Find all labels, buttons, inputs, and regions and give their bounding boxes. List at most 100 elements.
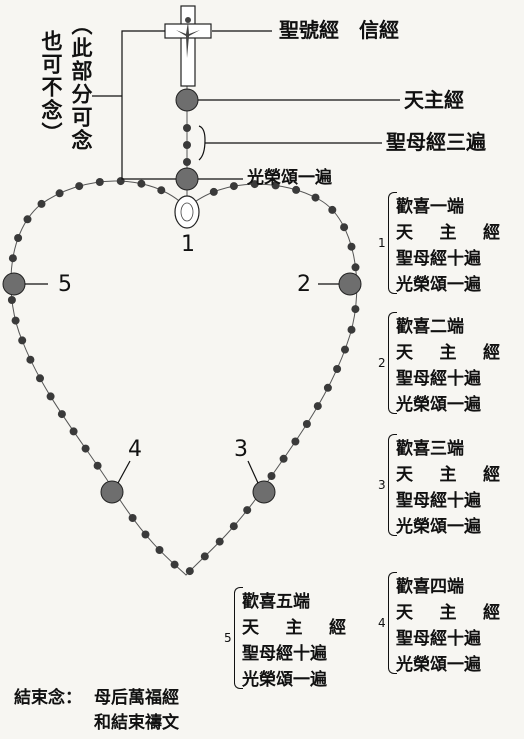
decade-glory-be: 光榮頌一遍 [396, 395, 481, 415]
closing-line-2: 和結束禱文 [94, 713, 179, 733]
hail-mary-bead [128, 514, 137, 522]
decade-title: 歡喜三端 [396, 439, 464, 459]
decade-group-number: 5 [224, 631, 232, 645]
hail-mary-bead [333, 365, 342, 373]
hail-mary-bead [341, 345, 349, 354]
hail-mary-bead [292, 185, 301, 194]
hail-mary-bead [351, 263, 360, 272]
bead-number-2: 2 [297, 272, 311, 297]
hail-mary-bead [215, 537, 224, 546]
decade-group-number: 1 [378, 236, 386, 250]
decade-group-bracket [234, 587, 243, 689]
optional-note-line1: （此部分可念 [69, 14, 93, 152]
hail-mary-bead [11, 316, 20, 325]
decade-hail-mary: 聖母經十遍 [396, 369, 481, 389]
hail-mary-bead [23, 215, 32, 224]
hail-mary-bead [302, 420, 311, 428]
hail-mary-bead [157, 186, 166, 195]
hail-mary-bead [95, 178, 104, 186]
hail-mary-bead [36, 374, 44, 383]
decade-title: 歡喜一端 [396, 197, 464, 217]
decade-bead-5 [2, 272, 26, 296]
hail-mary-bead [267, 472, 276, 480]
pendant-bead [183, 124, 191, 132]
decade-glory-be: 光榮頌一遍 [396, 517, 481, 537]
hail-mary-bead [243, 506, 252, 515]
hail-mary-bead [351, 305, 360, 314]
bead-number-3: 3 [234, 437, 248, 462]
hail-mary-bead [57, 410, 66, 419]
hail-mary-bead [141, 530, 150, 539]
decade-hail-mary: 聖母經十遍 [396, 629, 481, 649]
hail-mary-bead [291, 437, 300, 446]
hail-mary-bead [26, 355, 35, 364]
heart-beads [7, 177, 360, 576]
decade-group-number: 2 [378, 356, 386, 370]
closing-label: 結束念： [14, 688, 82, 708]
decade-group-number: 3 [378, 478, 386, 492]
decade-bead-2 [338, 272, 362, 296]
center-medal [174, 195, 200, 229]
decade-title: 歡喜四端 [396, 577, 464, 597]
glory-be-bead [175, 167, 199, 191]
center-medal-inner [180, 202, 194, 222]
hail-mary-bead [229, 522, 238, 531]
decade-our-father: 天主經 [396, 223, 500, 243]
decade-our-father: 天主經 [396, 603, 500, 623]
leader-decade-4 [117, 460, 131, 484]
crucifix-label: 聖號經 信經 [279, 18, 399, 42]
hail-mary-bead [7, 296, 16, 304]
hail-mary-bead [37, 199, 46, 208]
pendant-bead [183, 158, 191, 166]
our-father-label: 天主經 [404, 88, 464, 112]
hail-mary-bead [14, 234, 23, 242]
decade-group-bracket [388, 312, 397, 414]
hail-mary-bead [155, 546, 164, 554]
hail-mary-bead [347, 242, 356, 251]
center-number: 1 [181, 232, 195, 257]
hail-mary-bead [116, 177, 125, 186]
decade-glory-be: 光榮頌一遍 [242, 670, 327, 690]
hail-mary-bead [8, 254, 17, 263]
decade-our-father: 天主經 [396, 343, 500, 363]
hail-mary-bead [347, 325, 356, 334]
hail-mary-bead [185, 567, 194, 576]
hail-mary-bead [340, 223, 349, 232]
bead-number-5: 5 [58, 272, 72, 297]
hail-mary-label: 聖母經三遍 [386, 130, 486, 154]
hail-mary-bead [46, 392, 55, 401]
decade-hail-mary: 聖母經十遍 [242, 644, 327, 664]
glory-be-label: 光榮頌一遍 [247, 168, 332, 188]
hail-mary-bead [18, 336, 27, 345]
hail-mary-bead [229, 182, 238, 191]
decade-bead-4 [100, 480, 124, 504]
hail-mary-bead [69, 427, 78, 436]
hail-mary-bead [311, 193, 320, 202]
closing-line-1: 母后萬福經 [94, 688, 179, 708]
decade-title: 歡喜五端 [242, 592, 310, 612]
decade-glory-be: 光榮頌一遍 [396, 275, 481, 295]
decade-group-bracket [388, 192, 397, 294]
our-father-bead [175, 88, 199, 112]
hail-mary-bead [323, 383, 332, 392]
decade-glory-be: 光榮頌一遍 [396, 655, 481, 675]
hail-mary-bead [279, 454, 288, 463]
decade-our-father: 天主經 [242, 618, 346, 638]
decade-hail-mary: 聖母經十遍 [396, 491, 481, 511]
hail-mary-bead [170, 560, 179, 569]
optional-bracket [121, 30, 176, 180]
hail-mary-bead [200, 552, 209, 561]
hail-mary-bead [55, 189, 64, 198]
leader-hail-mary-brace [198, 125, 206, 161]
hail-mary-bead [250, 180, 259, 189]
bead-number-4: 4 [128, 437, 142, 462]
hail-mary-bead [93, 461, 102, 470]
decade-hail-mary: 聖母經十遍 [396, 249, 481, 269]
hail-mary-bead [137, 179, 146, 188]
crucifix-icon [164, 5, 212, 87]
hail-mary-bead [271, 181, 280, 190]
decade-title: 歡喜二端 [396, 317, 464, 337]
optional-note-line2: 也可不念） [39, 30, 63, 145]
decade-group-bracket [388, 572, 397, 674]
